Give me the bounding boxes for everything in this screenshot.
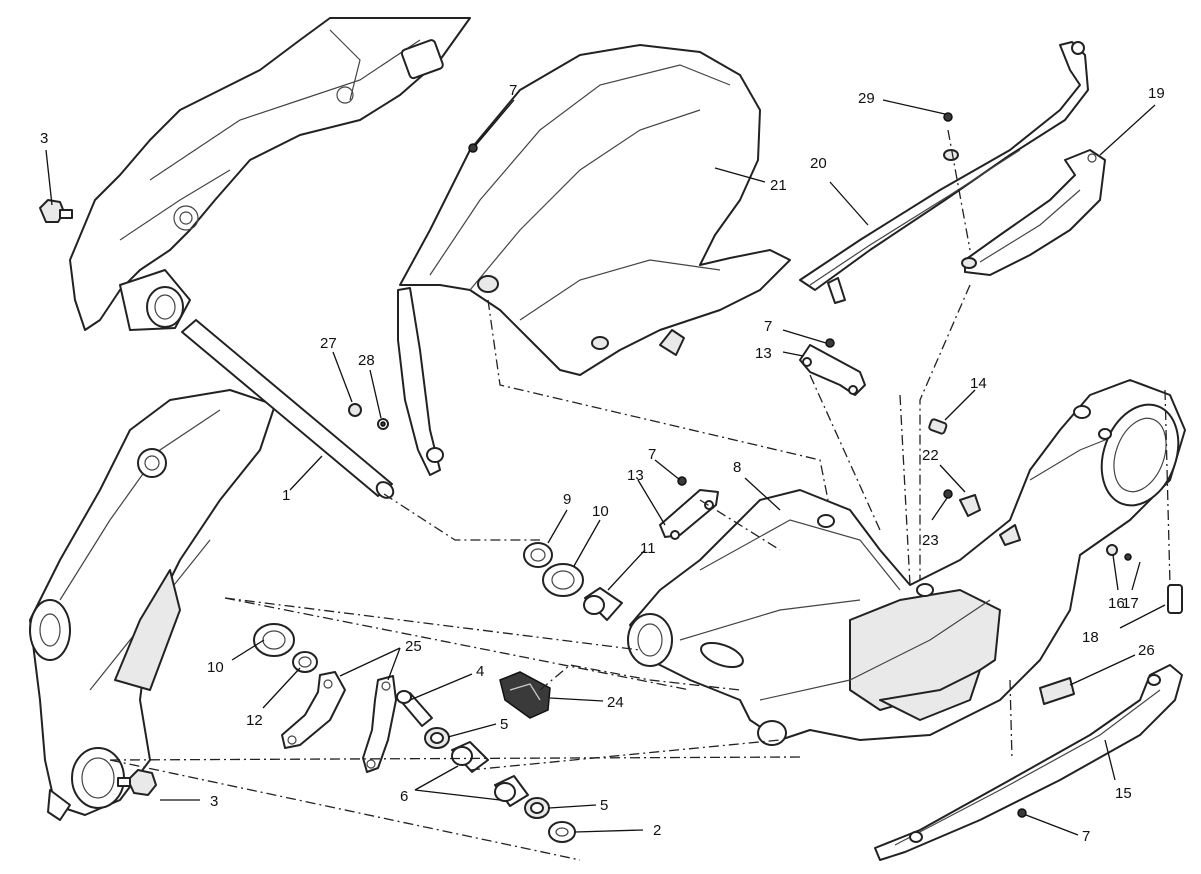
washer-16 xyxy=(1106,544,1118,556)
callout-18: 18 xyxy=(1082,629,1099,646)
guard-clip-upper xyxy=(799,344,866,396)
swingarm xyxy=(627,379,1186,746)
chain-slider xyxy=(874,664,1183,861)
bearing-10-upper xyxy=(542,563,584,597)
bolt-lower xyxy=(117,769,157,796)
callout-9: 9 xyxy=(563,491,571,508)
callout-15: 15 xyxy=(1115,785,1132,802)
pin-4 xyxy=(396,690,433,727)
bushing-6-lower xyxy=(494,775,529,807)
screw-mudguard xyxy=(468,143,478,153)
callout-23: 23 xyxy=(922,532,939,549)
bracket-25-left xyxy=(281,671,346,749)
screw-29 xyxy=(943,112,953,122)
callout-24: 24 xyxy=(607,694,624,711)
callout-1: 1 xyxy=(282,487,290,504)
callout-13-upper: 13 xyxy=(755,345,772,362)
washer-28 xyxy=(377,418,389,430)
spacer-12 xyxy=(292,651,318,673)
callout-19: 19 xyxy=(1148,85,1165,102)
callout-10-lower: 10 xyxy=(207,659,224,676)
callout-20: 20 xyxy=(810,155,827,172)
bushing-11 xyxy=(583,587,623,621)
screw-slider xyxy=(1017,808,1027,818)
callout-3-lower: 3 xyxy=(210,793,218,810)
washer-2 xyxy=(548,821,576,843)
bolt-upper xyxy=(39,199,73,223)
callout-labels: 1 2 3 3 4 5 5 6 7 7 7 7 8 9 10 10 11 12 … xyxy=(40,82,1165,845)
chain-guard-bracket xyxy=(961,149,1106,276)
rear-mudguard xyxy=(397,44,791,476)
callout-7-lower-clip: 7 xyxy=(648,446,656,463)
callout-7-upper-clip: 7 xyxy=(764,318,772,335)
callout-13-lower: 13 xyxy=(627,467,644,484)
leader-lines xyxy=(45,99,1166,836)
chain-guard-upper xyxy=(799,41,1089,304)
callout-29: 29 xyxy=(858,90,875,107)
seal-9 xyxy=(523,542,553,568)
callout-26: 26 xyxy=(1138,642,1155,659)
callout-28: 28 xyxy=(358,352,375,369)
bushing-6-upper xyxy=(451,741,489,773)
screw-17 xyxy=(1124,553,1132,561)
screw-23 xyxy=(943,489,953,499)
callout-27: 27 xyxy=(320,335,337,352)
callout-22: 22 xyxy=(922,447,939,464)
callout-17: 17 xyxy=(1122,595,1139,612)
ring-5-upper xyxy=(424,727,450,749)
spring-22 xyxy=(959,494,981,517)
pivot-shaft xyxy=(181,319,395,499)
plug-26 xyxy=(1039,677,1075,705)
callout-4: 4 xyxy=(476,663,484,680)
guard-clip-lower xyxy=(659,489,719,540)
callout-25: 25 xyxy=(405,638,422,655)
callout-2: 2 xyxy=(653,822,661,839)
bracket-25-right xyxy=(362,675,397,773)
bearing-10-lower xyxy=(253,623,295,657)
bolt-18 xyxy=(1167,584,1183,614)
upper-frame-section xyxy=(69,17,471,331)
callout-21: 21 xyxy=(770,177,787,194)
screw-clip-lower xyxy=(677,476,687,486)
ring-5-lower xyxy=(524,797,550,819)
callout-16: 16 xyxy=(1108,595,1125,612)
callout-8: 8 xyxy=(733,459,741,476)
callout-7-mudguard: 7 xyxy=(509,82,517,99)
lower-frame-plate xyxy=(29,389,276,821)
assembly-lines xyxy=(109,129,1171,861)
callout-6: 6 xyxy=(400,788,408,805)
screw-clip-upper xyxy=(825,338,835,348)
callout-5-lower: 5 xyxy=(600,797,608,814)
callout-11: 11 xyxy=(640,540,656,557)
callout-14: 14 xyxy=(970,375,987,392)
screw-27 xyxy=(348,403,362,417)
callout-12: 12 xyxy=(246,712,263,729)
bleed-screw-14 xyxy=(928,418,948,435)
callout-3-upper: 3 xyxy=(40,130,48,147)
callout-5-upper: 5 xyxy=(500,716,508,733)
plug-24 xyxy=(499,671,551,719)
callout-10-upper: 10 xyxy=(592,503,609,520)
callout-7-slider: 7 xyxy=(1082,828,1090,845)
